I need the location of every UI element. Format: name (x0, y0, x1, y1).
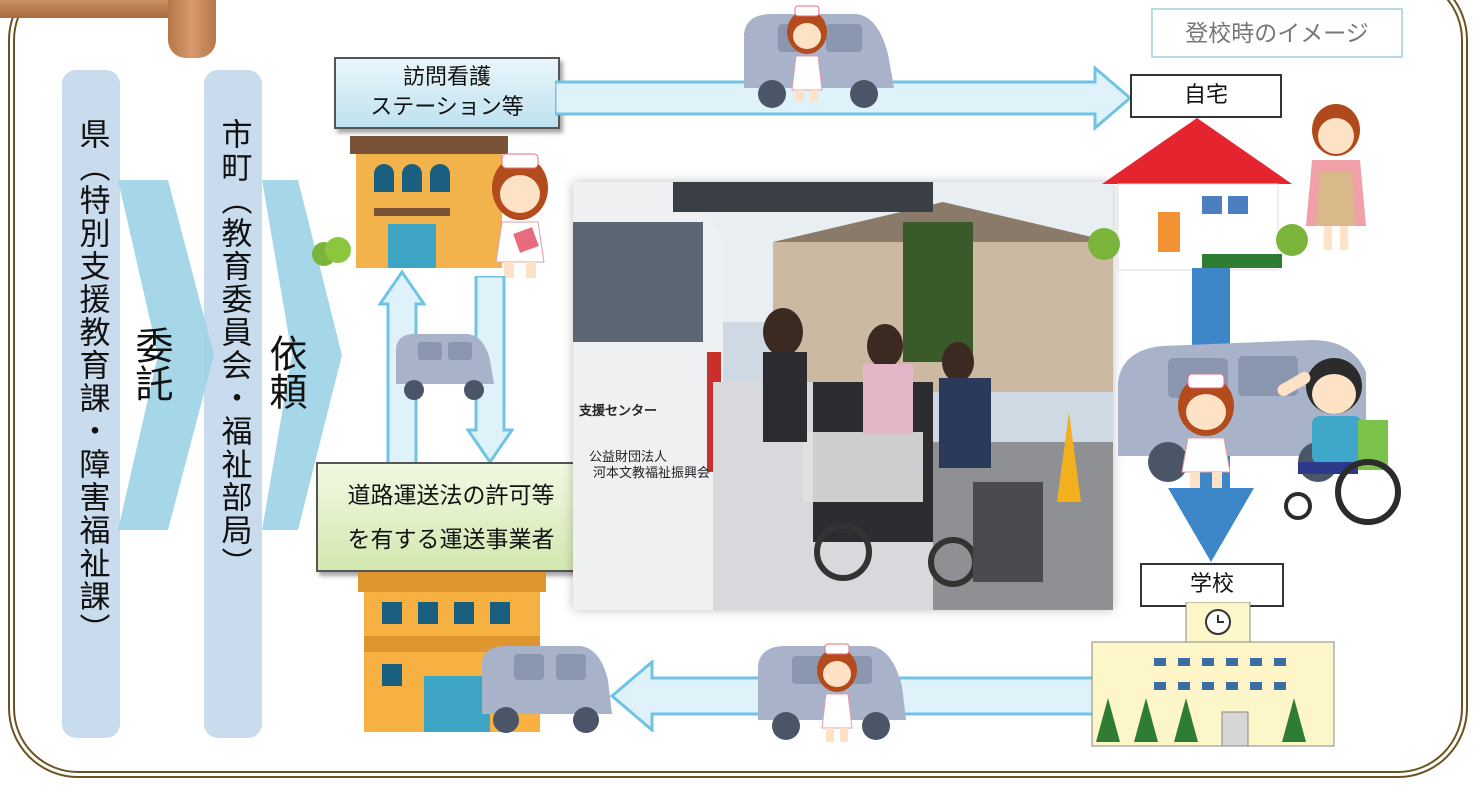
transport-line2: を有する運送事業者 (347, 527, 555, 553)
prefecture-column: 県（特別支援教育課・障害福祉課） (62, 70, 120, 738)
transport-operator-box: 道路運送法の許可等 を有する運送事業者 (316, 462, 586, 572)
home-box: 自宅 (1130, 74, 1282, 118)
house-icon (1088, 118, 1308, 271)
request-arrow (262, 180, 342, 530)
photo-scene (573, 182, 1113, 610)
nurse-bottom-icon (817, 643, 857, 742)
bush-left-icon (312, 237, 351, 266)
signboard-post (168, 0, 216, 58)
van-bottom-left-icon (482, 646, 612, 733)
nursing-station-line1: 訪問看護 (402, 65, 491, 90)
image-caption: 登校時のイメージ (1151, 8, 1403, 58)
van-middle-icon (396, 334, 494, 400)
nurse-right-icon (1178, 373, 1234, 488)
nurse-top-icon (787, 5, 827, 102)
arrow-to-home (555, 66, 1133, 132)
mother-icon (1306, 104, 1366, 250)
municipality-label: 市町（教育委員会・福祉部局） (215, 118, 252, 580)
nursing-station-line2: ステーション等 (370, 95, 524, 120)
prefecture-label: 県（特別支援教育課・障害福祉課） (73, 118, 110, 646)
municipality-column: 市町（教育委員会・福祉部局） (204, 70, 262, 738)
photo-van-text-2: 公益財団法人 (589, 450, 668, 465)
photo: 支援センター 公益財団法人 河本文教福祉振興会 (573, 182, 1113, 610)
request-label: 依頼 (263, 334, 307, 410)
wheelchair-child-icon (1277, 358, 1401, 525)
school-building-icon (1091, 602, 1335, 747)
entrust-label: 委託 (129, 326, 173, 402)
photo-van-text-3: 河本文教福祉振興会 (593, 466, 711, 481)
school-box: 学校 (1140, 563, 1284, 607)
nursing-station-building-icon (350, 136, 508, 268)
signboard (0, 0, 170, 18)
nursing-station-box: 訪問看護 ステーション等 (334, 57, 560, 129)
van-top-icon (744, 14, 894, 108)
nurse-station-icon (492, 153, 548, 278)
transport-line1: 道路運送法の許可等 (347, 483, 555, 509)
photo-van-text-1: 支援センター (579, 404, 658, 419)
entrust-arrow (118, 180, 214, 530)
